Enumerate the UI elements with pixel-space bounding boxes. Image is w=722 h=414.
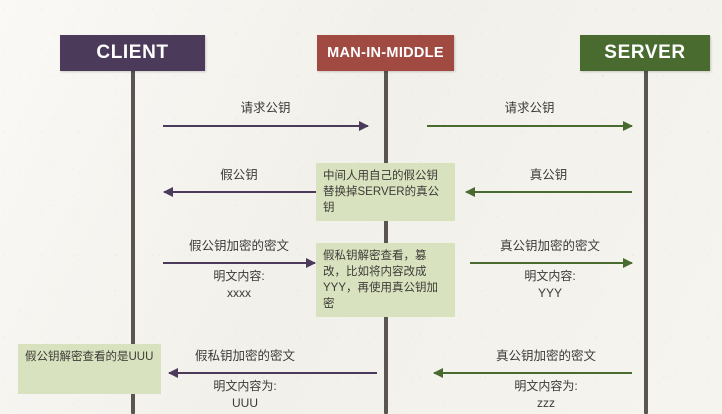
- message-payload-cipher-fake-client-mim: xxxx: [163, 285, 315, 302]
- arrow-head: [306, 258, 316, 268]
- message-label-real-key-server-mim: 真公钥: [466, 167, 631, 184]
- actor-label-server: SERVER: [604, 42, 686, 63]
- message-text: 真公钥加密的密文: [495, 349, 596, 363]
- message-text: 假私钥加密的密文: [194, 349, 295, 363]
- actor-label-client: CLIENT: [96, 42, 169, 63]
- note-text: 假私钥解密查看，篡改，比如将内容改成YYY，再使用真公钥加密: [323, 250, 439, 310]
- message-label-req-key-mim-server: 请求公钥: [427, 100, 632, 117]
- message-text: 真公钥: [529, 168, 568, 182]
- message-payload-cipher-realpub-server-mim: zzz: [466, 395, 626, 412]
- arrow-shaft: [163, 262, 315, 264]
- arrow-head: [168, 368, 178, 378]
- message-text: 请求公钥: [240, 101, 291, 115]
- message-label-cipher-realpub-server-mim: 真公钥加密的密文: [466, 348, 626, 365]
- arrow-shaft: [434, 372, 632, 374]
- message-text: 假公钥加密的密文: [188, 239, 289, 253]
- message-payload-cipher-fakepriv-mim-client: UUU: [169, 395, 321, 412]
- note-swap-key: 中间人用自己的假公钥替换掉SERVER的真公钥: [316, 163, 455, 221]
- message-label-req-key-client-mim: 请求公钥: [163, 100, 368, 117]
- message-label-cipher-fakepriv-mim-client: 假私钥加密的密文: [169, 348, 321, 365]
- message-payload-text: zzz: [537, 396, 555, 410]
- message-arrow-real-key-server-mim: [465, 186, 632, 198]
- message-sublabel-cipher-fakepriv-mim-client: 明文内容为:: [169, 378, 321, 395]
- message-payload-text: UUU: [232, 396, 258, 410]
- arrow-head: [433, 368, 443, 378]
- actor-label-man-in-middle: MAN-IN-MIDDLE: [327, 45, 444, 61]
- note-tamper: 假私钥解密查看，篡改，比如将内容改成YYY，再使用真公钥加密: [316, 243, 455, 317]
- message-label-cipher-real-mim-server: 真公钥加密的密文: [470, 238, 630, 255]
- message-text: 请求公钥: [504, 101, 555, 115]
- message-payload-text: xxxx: [227, 286, 251, 300]
- arrow-head: [163, 187, 173, 197]
- arrow-head: [465, 187, 475, 197]
- message-payload-text: YYY: [537, 286, 562, 300]
- message-sub-text: 明文内容:: [213, 269, 265, 283]
- arrow-head: [623, 258, 633, 268]
- actor-header-man-in-middle[interactable]: MAN-IN-MIDDLE: [317, 35, 454, 71]
- arrow-shaft: [466, 191, 632, 193]
- actor-header-client[interactable]: CLIENT: [60, 35, 205, 71]
- message-label-cipher-fake-client-mim: 假公钥加密的密文: [163, 238, 315, 255]
- arrow-head: [623, 121, 633, 131]
- arrow-head: [359, 121, 369, 131]
- message-sublabel-cipher-fake-client-mim: 明文内容:: [163, 268, 315, 285]
- lifeline-client: [131, 60, 135, 414]
- message-label-fake-key-mim-client: 假公钥: [164, 167, 314, 184]
- message-payload-cipher-real-mim-server: YYY: [470, 285, 630, 302]
- message-text: 假公钥: [220, 168, 258, 182]
- message-arrow-fake-key-mim-client: [163, 186, 316, 198]
- arrow-shaft: [164, 191, 316, 193]
- message-sub-text: 明文内容为:: [213, 379, 277, 393]
- message-sub-text: 明文内容为:: [514, 379, 578, 393]
- note-text: 中间人用自己的假公钥替换掉SERVER的真公钥: [323, 170, 440, 214]
- arrow-shaft: [470, 262, 632, 264]
- arrow-shaft: [169, 372, 377, 374]
- message-sublabel-cipher-real-mim-server: 明文内容:: [470, 268, 630, 285]
- message-text: 真公钥加密的密文: [499, 239, 600, 253]
- message-sub-text: 明文内容:: [524, 269, 576, 283]
- note-text: 假公钥解密查看的是UUU: [25, 351, 154, 363]
- note-client-decrypt: 假公钥解密查看的是UUU: [18, 344, 161, 394]
- lifeline-server: [644, 60, 648, 414]
- arrow-shaft: [427, 125, 632, 127]
- actor-header-server[interactable]: SERVER: [580, 35, 710, 71]
- message-sublabel-cipher-realpub-server-mim: 明文内容为:: [466, 378, 626, 395]
- message-arrow-req-key-client-mim: [163, 120, 369, 132]
- message-arrow-req-key-mim-server: [427, 120, 633, 132]
- arrow-shaft: [163, 125, 368, 127]
- lifeline-man-in-middle: [384, 60, 388, 414]
